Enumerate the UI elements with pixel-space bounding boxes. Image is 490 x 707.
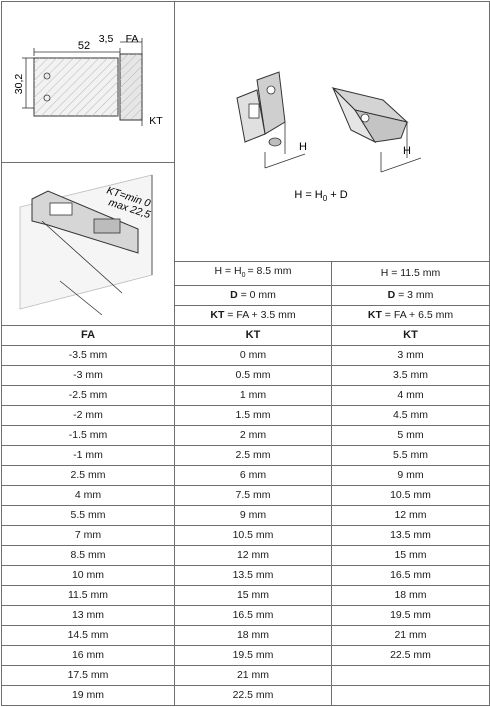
left-diagram-cell: 52 3,5 FA 30,2 KT — [1, 0, 175, 327]
dim-fa-label: FA — [126, 33, 139, 45]
dim-30-2-label: 30,2 — [13, 74, 25, 95]
mounting-plate-right — [331, 87, 422, 173]
fa-cell: 16 mm — [1, 645, 175, 667]
option-2-d: D = 3 mm — [331, 285, 490, 307]
kt-cell: 22.5 mm — [174, 685, 332, 707]
fa-cell: -2.5 mm — [1, 385, 175, 407]
dim-kt-label: KT — [149, 115, 163, 127]
fa-cell: 11.5 mm — [1, 585, 175, 607]
kt-cell: 5 mm — [331, 425, 490, 447]
kt-cell: 22.5 mm — [331, 645, 490, 667]
fa-cell: 5.5 mm — [1, 505, 175, 527]
kt-cell: 9 mm — [174, 505, 332, 527]
h-label-left: H — [299, 141, 307, 153]
option-1-d: D = 0 mm — [174, 285, 332, 307]
fa-cell: 14.5 mm — [1, 625, 175, 647]
kt-cell: 21 mm — [331, 625, 490, 647]
kt-cell: 7.5 mm — [174, 485, 332, 507]
option-1-h: H = H0= 8.5 mm — [174, 260, 332, 287]
kt-cell: 12 mm — [174, 545, 332, 567]
mounting-plate-diagram-cell: H H H = H0 + D — [174, 1, 490, 262]
fa-cell: 10 mm — [1, 565, 175, 587]
kt-cell: 16.5 mm — [174, 605, 332, 627]
kt-cell: 9 mm — [331, 465, 490, 487]
kt-cell — [331, 665, 490, 687]
kt-cell: 2.5 mm — [174, 445, 332, 467]
fa-cell: -1.5 mm — [1, 425, 175, 447]
kt-cell — [331, 685, 490, 707]
fa-cell: 7 mm — [1, 525, 175, 547]
h-label-right: H — [403, 145, 411, 157]
fa-cell: 2.5 mm — [1, 465, 175, 487]
kt-cell: 1 mm — [174, 385, 332, 407]
kt-cell: 10.5 mm — [331, 485, 490, 507]
kt-cell: 0 mm — [174, 345, 332, 367]
fa-cell: 8.5 mm — [1, 545, 175, 567]
kt-cell: 0.5 mm — [174, 365, 332, 387]
door-dimension-diagram: 52 3,5 FA 30,2 KT — [2, 33, 174, 163]
formula: H = H0 + D — [294, 189, 347, 203]
kt-cell: 4 mm — [331, 385, 490, 407]
fa-cell: 19 mm — [1, 685, 175, 707]
fa-cell: 17.5 mm — [1, 665, 175, 687]
fa-cell: -2 mm — [1, 405, 175, 427]
kt-cell: 2 mm — [174, 425, 332, 447]
kt-cell: 19.5 mm — [174, 645, 332, 667]
mounting-plate-left — [236, 71, 306, 169]
kt-cell: 16.5 mm — [331, 565, 490, 587]
dim-3-5-label: 3,5 — [99, 33, 114, 45]
hinge-installed-diagram: KT=min 0 max 22,5 — [19, 174, 153, 316]
fa-cell: -3 mm — [1, 365, 175, 387]
option-2-h: H = 11.5 mm — [331, 260, 490, 287]
kt-cell: 13.5 mm — [174, 565, 332, 587]
fa-cell: -1 mm — [1, 445, 175, 467]
kt-cell: 18 mm — [174, 625, 332, 647]
kt-cell: 10.5 mm — [174, 525, 332, 547]
kt-cell: 18 mm — [331, 585, 490, 607]
dim-52-label: 52 — [78, 40, 90, 52]
fa-cell: 13 mm — [1, 605, 175, 627]
kt-cell: 1.5 mm — [174, 405, 332, 427]
kt-cell: 15 mm — [174, 585, 332, 607]
kt-cell: 6 mm — [174, 465, 332, 487]
kt-cell: 13.5 mm — [331, 525, 490, 547]
kt-cell: 3.5 mm — [331, 365, 490, 387]
kt-cell: 19.5 mm — [331, 605, 490, 627]
mounting-plate-diagram: H H H = H0 + D — [236, 71, 422, 203]
option-1-kt: KT = FA + 3.5 mm — [174, 305, 332, 327]
header-kt-1: KT — [174, 325, 332, 347]
kt-cell: 5.5 mm — [331, 445, 490, 467]
kt-cell: 4.5 mm — [331, 405, 490, 427]
fa-cell: -3.5 mm — [1, 345, 175, 367]
fa-cell: 4 mm — [1, 485, 175, 507]
header-fa: FA — [1, 325, 175, 347]
option-2-kt: KT = FA + 6.5 mm — [331, 305, 490, 327]
kt-cell: 21 mm — [174, 665, 332, 687]
kt-cell: 3 mm — [331, 345, 490, 367]
kt-cell: 12 mm — [331, 505, 490, 527]
header-kt-2: KT — [331, 325, 490, 347]
kt-cell: 15 mm — [331, 545, 490, 567]
